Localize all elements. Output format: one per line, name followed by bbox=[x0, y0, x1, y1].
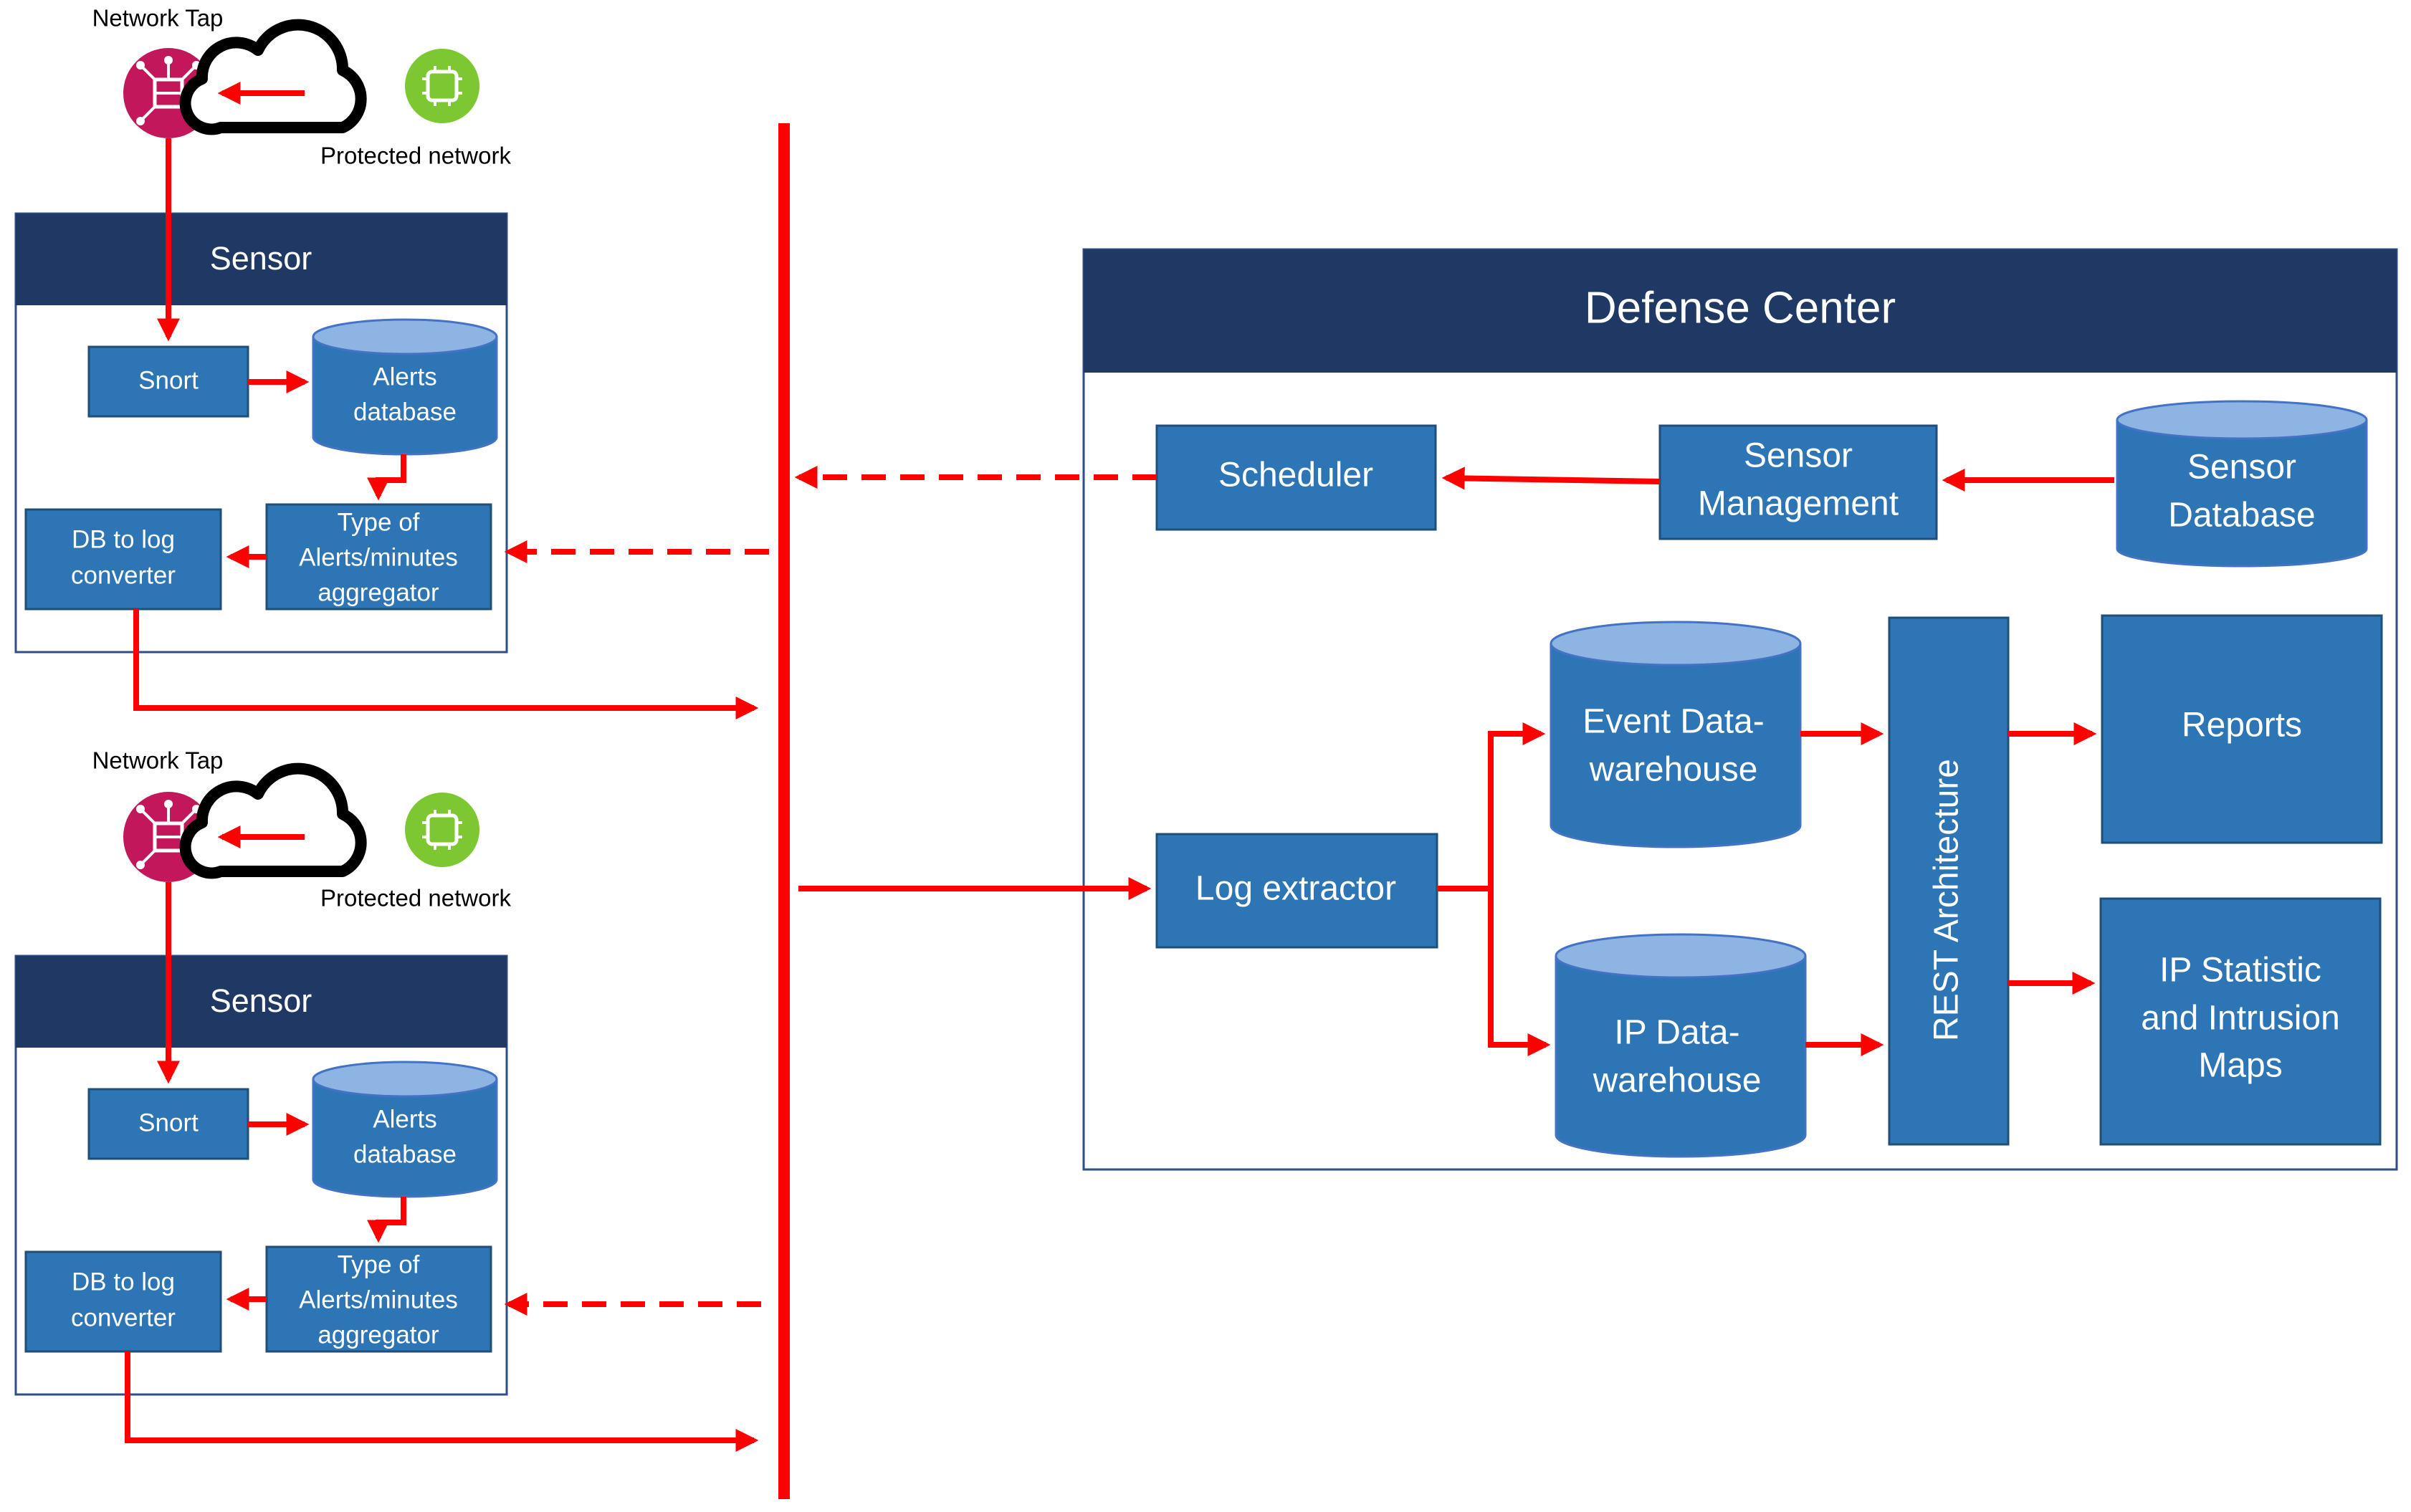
converter-box bbox=[24, 508, 222, 611]
rest-architecture-label: REST Architecture bbox=[1928, 759, 1966, 1041]
aggregator-line-1: Type of bbox=[338, 508, 420, 536]
snort-box bbox=[87, 1088, 249, 1160]
alerts-db-line-2: database bbox=[353, 1140, 457, 1168]
ip-dw-line-1: IP Data- bbox=[1614, 1014, 1739, 1052]
log-extractor-to-ip-dw-arrow bbox=[1488, 889, 1551, 1056]
sensor-management-line-1: Sensor bbox=[1744, 437, 1853, 475]
network-tap-label: Network Tap bbox=[92, 5, 224, 32]
event-dw-line-1: Event Data- bbox=[1582, 703, 1764, 741]
sensor-title: Sensor bbox=[210, 240, 312, 277]
snort-label: Snort bbox=[138, 366, 199, 394]
sensor-header bbox=[16, 214, 507, 305]
ip-maps-box bbox=[2099, 897, 2382, 1146]
protected-network-label: Protected network bbox=[320, 143, 511, 169]
aggregator-line-2: Alerts/minutes bbox=[299, 1286, 458, 1314]
alerts-db-line-2: database bbox=[353, 398, 457, 426]
converter-to-bus-arrow bbox=[125, 1351, 759, 1452]
converter-line-1: DB to log bbox=[72, 525, 175, 553]
db-to-aggregator-arrow bbox=[367, 1197, 406, 1243]
cloud-icon bbox=[179, 762, 479, 879]
sensor-database-line-1: Sensor bbox=[2187, 449, 2296, 487]
ip-maps-line-3: Maps bbox=[2198, 1047, 2282, 1085]
converter-box bbox=[24, 1250, 222, 1353]
cloud-icon bbox=[179, 19, 479, 135]
snort-box bbox=[87, 345, 249, 418]
aggregator-line-2: Alerts/minutes bbox=[299, 543, 458, 571]
network-tap-label: Network Tap bbox=[92, 747, 224, 774]
defense-center-title: Defense Center bbox=[1585, 283, 1896, 332]
snort-label: Snort bbox=[138, 1109, 199, 1137]
converter-to-bus-arrow bbox=[133, 609, 759, 719]
sensor-unit-1: Network Tap Protected network bbox=[14, 5, 769, 719]
sensor-header bbox=[16, 956, 507, 1048]
chip-icon bbox=[422, 66, 462, 106]
converter-line-2: converter bbox=[71, 561, 176, 589]
converter-line-1: DB to log bbox=[72, 1268, 175, 1296]
ip-dw-line-2: warehouse bbox=[1593, 1062, 1762, 1100]
aggregator-box bbox=[265, 503, 492, 611]
rest-architecture-box bbox=[1888, 616, 2010, 1146]
aggregator-line-1: Type of bbox=[338, 1250, 420, 1278]
sensor-management-line-2: Management bbox=[1698, 485, 1899, 523]
sensor-database: Sensor Database bbox=[2116, 400, 2368, 568]
scheduler-box bbox=[1155, 424, 1437, 531]
sensor-management-box bbox=[1658, 424, 1938, 540]
sensor-unit-2: Network Tap Protected network bbox=[14, 747, 761, 1452]
alerts-database: Alerts database bbox=[312, 1061, 498, 1198]
log-extractor-to-event-dw-arrow bbox=[1437, 722, 1546, 891]
converter-line-2: converter bbox=[71, 1303, 176, 1331]
event-data-warehouse: Event Data- warehouse bbox=[1550, 621, 1802, 848]
alerts-database: Alerts database bbox=[312, 318, 498, 456]
management-to-scheduler-arrow bbox=[1441, 466, 1661, 490]
aggregator-box bbox=[265, 1245, 492, 1353]
scheduler-label: Scheduler bbox=[1218, 456, 1373, 494]
db-to-aggregator-arrow bbox=[367, 454, 406, 501]
ip-maps-line-1: IP Statistic bbox=[2159, 952, 2321, 990]
ip-data-warehouse: IP Data- warehouse bbox=[1555, 933, 1807, 1158]
reports-label: Reports bbox=[2182, 707, 2302, 745]
alerts-db-line-1: Alerts bbox=[373, 363, 436, 391]
alerts-db-line-1: Alerts bbox=[373, 1105, 436, 1133]
sensor-database-line-2: Database bbox=[2168, 497, 2315, 535]
reports-box bbox=[2101, 614, 2383, 844]
event-dw-line-2: warehouse bbox=[1589, 751, 1758, 789]
ip-maps-line-2: and Intrusion bbox=[2141, 1000, 2340, 1038]
aggregator-line-3: aggregator bbox=[318, 578, 439, 606]
chip-icon bbox=[422, 810, 462, 850]
log-extractor-box bbox=[1155, 833, 1438, 949]
aggregator-line-3: aggregator bbox=[318, 1321, 439, 1349]
log-extractor-label: Log extractor bbox=[1195, 870, 1396, 908]
defense-center: Defense Center Scheduler Sensor Manageme… bbox=[794, 248, 2398, 1171]
protected-network-label: Protected network bbox=[320, 885, 511, 911]
defense-center-header bbox=[1084, 249, 2397, 373]
sensor-title: Sensor bbox=[210, 982, 312, 1019]
